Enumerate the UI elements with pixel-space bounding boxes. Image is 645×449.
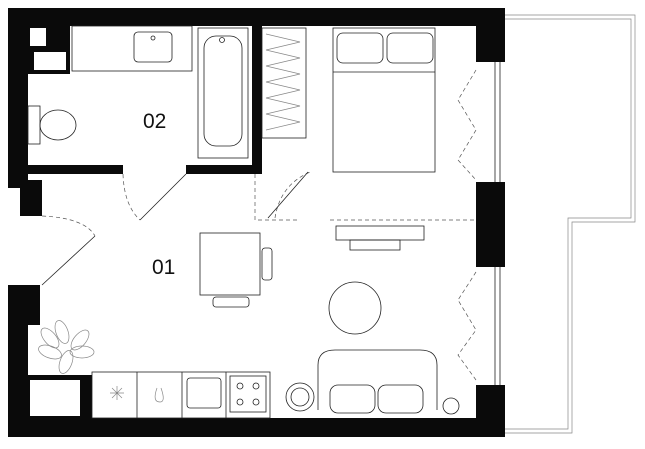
bathtub-icon — [197, 27, 249, 159]
bathroom-fixtures — [27, 25, 249, 159]
plant-icon — [38, 320, 95, 374]
bed-icon — [332, 27, 436, 173]
washbasin-icon — [133, 31, 173, 63]
bedroom-partition — [254, 171, 476, 221]
balcony-door-upper — [457, 62, 501, 182]
round-table-icon — [328, 281, 382, 335]
sink-icon — [186, 377, 222, 409]
terrace-outline — [505, 14, 636, 434]
wardrobe-icon — [261, 27, 307, 139]
toilet-icon — [27, 105, 77, 145]
room-label-01: 01 — [152, 256, 175, 279]
tv-unit-icon — [335, 225, 425, 251]
stove-icon — [229, 375, 267, 413]
walls — [8, 8, 505, 437]
entrance-door — [41, 215, 96, 286]
room-label-02: 02 — [143, 110, 166, 133]
bathroom-door — [122, 173, 187, 221]
kitchen-counter — [91, 371, 271, 419]
balcony-door-lower — [457, 267, 501, 385]
sofa-icon — [285, 349, 460, 415]
dining-table-icon — [199, 232, 273, 308]
